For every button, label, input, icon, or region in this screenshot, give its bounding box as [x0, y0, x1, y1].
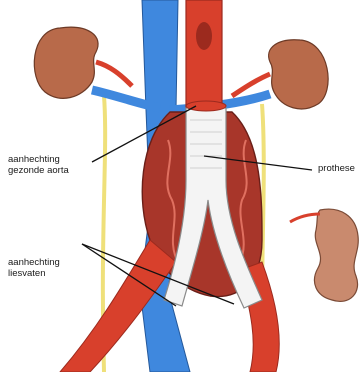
aorta — [186, 0, 222, 112]
left-kidney — [34, 27, 132, 98]
intestine — [290, 209, 358, 301]
label-healthy-aorta-attachment: aanhechting gezonde aorta — [8, 154, 69, 176]
label-groin-vessel-attachment: aanhechting liesvaten — [8, 257, 60, 279]
label-prosthesis: prothese — [318, 163, 355, 174]
